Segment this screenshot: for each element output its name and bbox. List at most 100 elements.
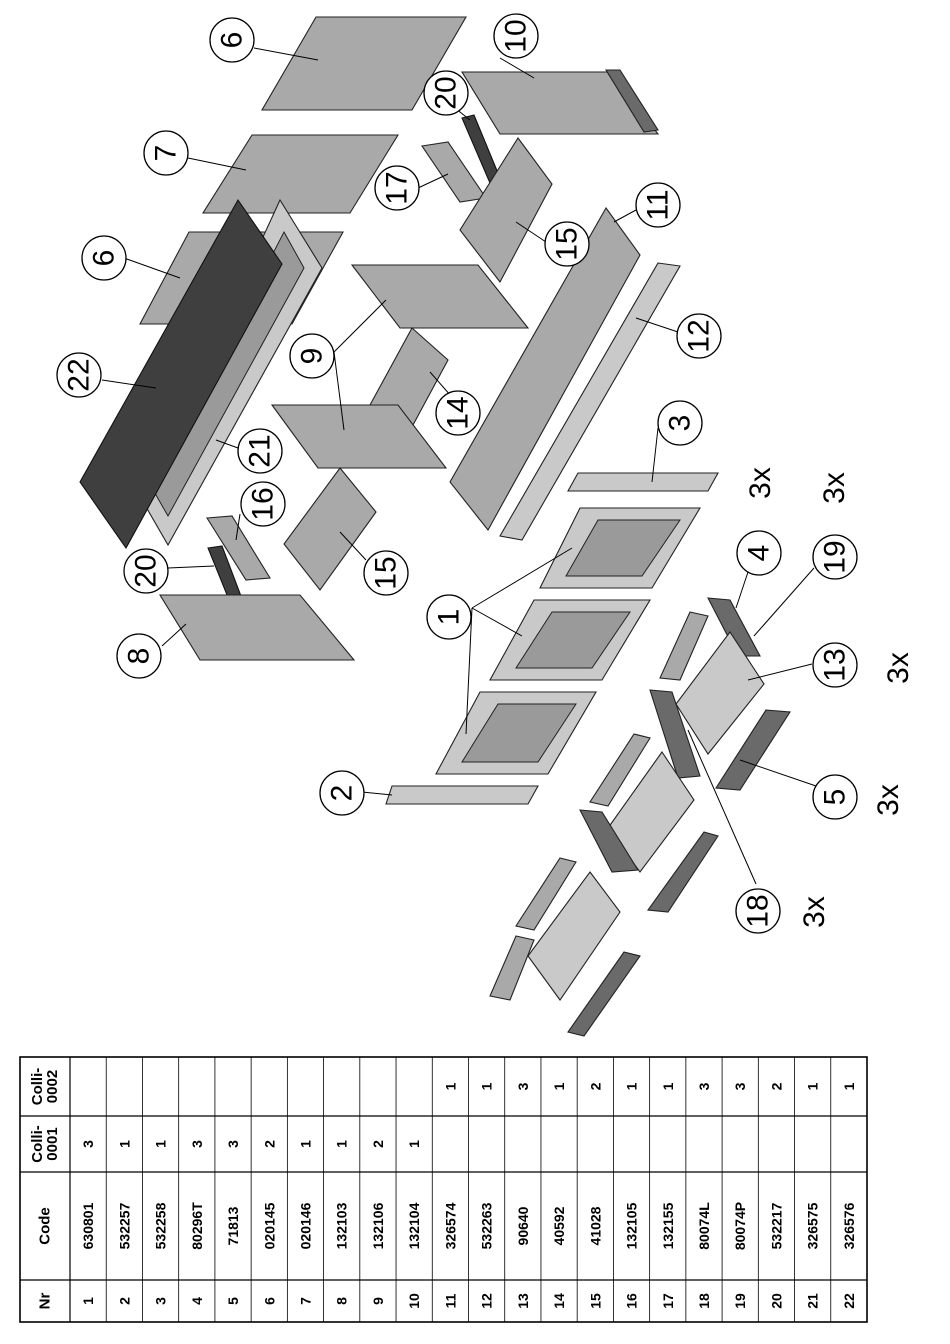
table-cell-colli-0002: 3: [732, 1082, 748, 1090]
callout-number: 11: [642, 189, 675, 220]
parts-table: NrCodeColli-0001Colli-000216308013253225…: [19, 1056, 868, 1323]
table-cell-nr: 13: [515, 1293, 531, 1309]
part-panel-15-lower: [283, 467, 377, 591]
callout-number: 3: [664, 415, 697, 432]
table-header-colli-0002: Colli-0002: [29, 1068, 61, 1106]
table-cell-colli-0001: 2: [370, 1140, 386, 1148]
callout-circle: [123, 548, 169, 594]
callout-number: 15: [370, 556, 403, 589]
callout-circle: [116, 633, 162, 679]
callout-11: 11: [635, 182, 681, 228]
callout-number: 4: [743, 545, 776, 562]
table-cell-code: 132155: [660, 1202, 676, 1249]
table-cell-colli-0002: 1: [442, 1082, 458, 1090]
callout-4: 4: [736, 530, 782, 576]
callout-18: 18: [735, 888, 781, 934]
parts-drawing: [79, 16, 791, 1037]
callout-7: 7: [143, 130, 189, 176]
callout-circle: [676, 313, 722, 359]
table-header-colli-0001: Colli-0001: [29, 1125, 61, 1163]
callout-circle: [56, 352, 102, 398]
table-cell-nr: 3: [153, 1297, 169, 1305]
callout-circle: [363, 550, 409, 596]
table-cell-colli-0002: 2: [587, 1082, 603, 1090]
callout-circle: [237, 428, 283, 474]
callout-number: 6: [216, 32, 249, 49]
table-cell-nr: 18: [696, 1293, 712, 1309]
callout-number: 15: [551, 227, 584, 260]
table-cell-colli-0001: 1: [297, 1140, 313, 1148]
table-cell-code: 326574: [442, 1202, 458, 1249]
callout-circle: [209, 17, 255, 63]
callout-circle: [81, 235, 127, 281]
table-cell-code: 020145: [261, 1202, 277, 1249]
table-cell-nr: 16: [624, 1293, 640, 1309]
quantity-multipliers: 3x 3x 3x 3x 3x: [744, 467, 915, 928]
callout-2: 2: [319, 770, 365, 816]
part-drawer-bottom-2: [607, 751, 695, 873]
callout-number: 2: [326, 785, 359, 802]
callout-circle: [423, 70, 469, 116]
multiplier-text: 3x: [872, 784, 905, 816]
callout-number: 5: [819, 789, 852, 806]
table-border: [19, 1056, 868, 1323]
part-strip-3: [567, 472, 719, 492]
table-cell-nr: 15: [587, 1293, 603, 1309]
table-cell-nr: 2: [116, 1297, 132, 1305]
table-cell-nr: 5: [225, 1297, 241, 1305]
table-cell-nr: 14: [551, 1293, 567, 1309]
callout-circle: [635, 182, 681, 228]
part-panel-9-lower: [270, 404, 448, 469]
part-rail-12: [499, 262, 681, 541]
table-cell-nr: 8: [334, 1297, 350, 1305]
part-drawer-back-5: [715, 709, 791, 791]
part-drawer-bottom-3: [527, 871, 621, 1001]
callout-3: 3: [657, 400, 703, 446]
callout-circle: [493, 13, 539, 59]
callout-12: 12: [676, 313, 722, 359]
table-cell-colli-0002: 1: [841, 1082, 857, 1090]
callout-number: 10: [500, 19, 533, 52]
callout-circle: [735, 888, 781, 934]
callout-number: 21: [244, 434, 277, 467]
part-drawer-side-3: [515, 857, 577, 931]
table-cell-code: 41028: [587, 1206, 603, 1245]
callout-circle: [812, 774, 858, 820]
leader-lines: [101, 47, 817, 885]
callout-number: 22: [63, 358, 96, 391]
table-cell-code: 80074P: [732, 1202, 748, 1250]
table-cell-colli-0002: 1: [624, 1082, 640, 1090]
table-cell-colli-0002: 3: [515, 1082, 531, 1090]
callout-number: 18: [742, 894, 775, 927]
callout-9: 9: [289, 333, 335, 379]
table-cell-colli-0002: 3: [696, 1082, 712, 1090]
callout-number: 17: [381, 171, 414, 204]
callout-16: 16: [240, 481, 286, 527]
table-cell-code: 532257: [116, 1202, 132, 1249]
table-cell-code: 132104: [406, 1202, 422, 1249]
part-panel-10: [461, 71, 660, 135]
table-cell-code: 40592: [551, 1206, 567, 1245]
table-cell-code: 532258: [153, 1202, 169, 1249]
part-strip-2: [385, 785, 539, 805]
table-cell-code: 71813: [225, 1206, 241, 1245]
table-cell-code: 80074L: [696, 1202, 712, 1250]
part-drawer-side-3b: [489, 935, 535, 1001]
part-drawer-front-3: [579, 809, 639, 873]
callout-number: 8: [123, 648, 156, 665]
table-cell-colli-0002: 1: [479, 1082, 495, 1090]
part-frame-1-a-inner: [565, 519, 681, 577]
callout-number: 1: [433, 609, 466, 626]
callout-number: 9: [296, 348, 329, 365]
callout-6: 6: [81, 235, 127, 281]
callout-circle: [289, 333, 335, 379]
table-cell-code: 132103: [334, 1202, 350, 1249]
callout-number: 6: [88, 250, 121, 267]
table-cell-colli-0001: 1: [116, 1140, 132, 1148]
part-drawer-front-2: [649, 689, 701, 779]
part-panel-15-top: [459, 137, 553, 284]
table-cell-colli-0002: 2: [768, 1082, 784, 1090]
callout-6: 6: [209, 17, 255, 63]
table-cell-nr: 1: [80, 1297, 96, 1305]
